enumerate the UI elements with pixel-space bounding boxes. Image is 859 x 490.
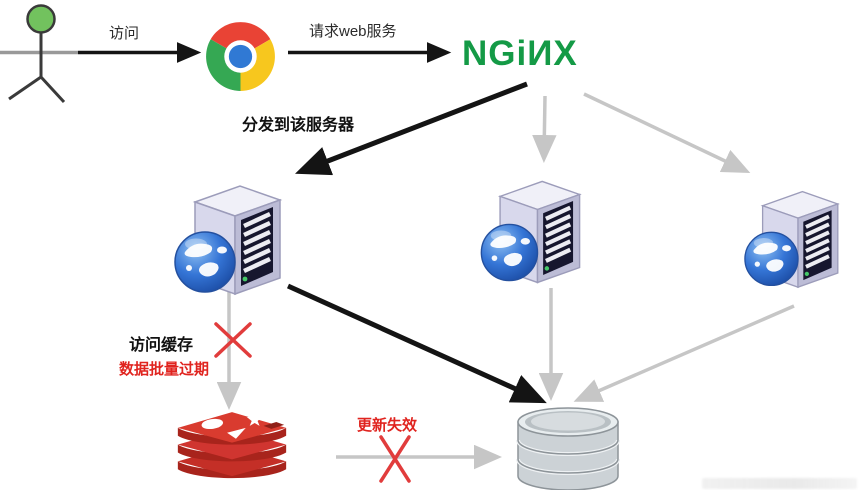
label-dispatch: 分发到该服务器: [242, 117, 355, 134]
label-visit: 访问: [109, 25, 140, 42]
database-cylinder-icon: [516, 407, 620, 490]
arrow-server3-to-database: [573, 304, 795, 402]
label-update-fail: 更新失效: [357, 417, 418, 434]
failure-x-update-icon: [379, 435, 411, 483]
web-server-1-icon: [165, 174, 305, 304]
web-server-3-icon: [736, 181, 859, 296]
web-server-2-icon: [472, 170, 603, 292]
arrow-nginx-to-server2: [532, 95, 557, 163]
nginx-logo: NGiИX: [462, 34, 578, 73]
chrome-browser-icon: [206, 22, 275, 91]
arrow-nginx-to-server1: [295, 81, 528, 176]
arrow-nginx-to-server3: [583, 92, 751, 174]
user-actor-icon: [0, 4, 78, 104]
label-data-batch-expire: 数据批量过期: [119, 361, 210, 378]
watermark: [702, 478, 857, 489]
failure-x-cache-icon: [214, 322, 252, 358]
redis-icon: [177, 412, 287, 479]
arrow-server1-to-database: [286, 283, 547, 404]
label-access-cache: 访问缓存: [129, 337, 194, 354]
label-request-web: 请求web服务: [309, 23, 397, 40]
